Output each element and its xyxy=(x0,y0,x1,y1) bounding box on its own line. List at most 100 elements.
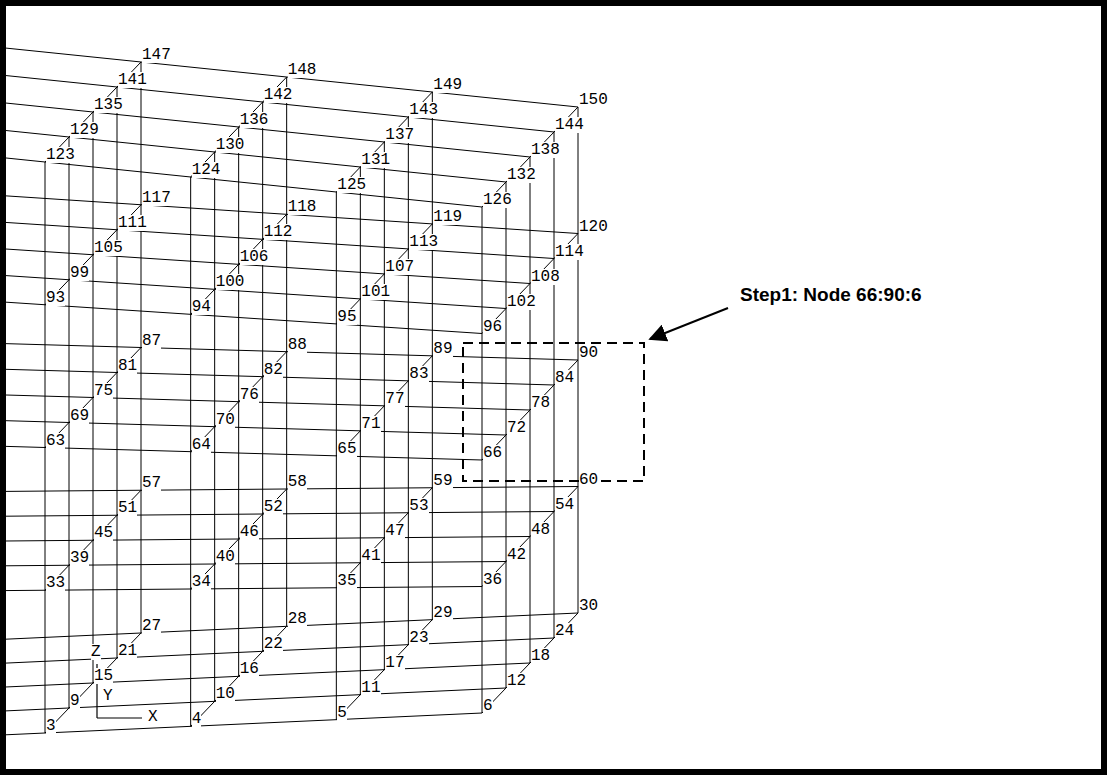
selection-box xyxy=(463,343,644,481)
node-number: 82 xyxy=(264,362,283,378)
node-number: 53 xyxy=(409,498,428,514)
node-number: 51 xyxy=(118,500,137,516)
mesh-line xyxy=(336,488,432,588)
mesh-line xyxy=(482,360,578,460)
leader-arrow xyxy=(650,308,728,339)
node-number: 64 xyxy=(192,437,211,453)
node-number: 113 xyxy=(409,234,438,250)
node-number: 22 xyxy=(264,636,283,652)
node-number: 106 xyxy=(240,249,269,265)
node-number: 124 xyxy=(192,162,221,178)
node-number: 40 xyxy=(216,549,235,565)
mesh-line xyxy=(482,487,578,587)
node-number: 39 xyxy=(70,550,89,566)
node-number: 147 xyxy=(142,47,171,63)
node-number: 131 xyxy=(361,152,390,168)
node-number: 52 xyxy=(264,499,283,515)
node-number: 33 xyxy=(46,575,65,591)
node-number: 94 xyxy=(192,299,211,315)
node-number: 15 xyxy=(94,668,113,684)
node-number: 24 xyxy=(555,623,574,639)
node-number: 93 xyxy=(46,290,65,306)
mesh-line xyxy=(6,423,482,461)
node-number: 135 xyxy=(94,97,123,113)
node-number: 42 xyxy=(507,547,526,563)
node-number: 72 xyxy=(507,420,526,436)
node-number: 137 xyxy=(385,127,414,143)
node-number: 101 xyxy=(361,284,390,300)
node-number: 58 xyxy=(288,474,307,490)
node-number: 100 xyxy=(216,274,245,290)
node-number: 18 xyxy=(531,648,550,664)
node-number: 126 xyxy=(483,192,512,208)
node-number: 107 xyxy=(385,259,414,275)
mesh-line xyxy=(6,172,554,258)
node-number: 130 xyxy=(216,137,245,153)
mesh-line xyxy=(191,489,287,589)
node-number: 47 xyxy=(385,523,404,539)
mesh-line xyxy=(191,352,287,452)
mesh-line xyxy=(45,490,141,590)
node-number: 119 xyxy=(433,209,462,225)
node-number: 129 xyxy=(70,122,99,138)
mesh-line xyxy=(336,356,432,456)
node-number: 118 xyxy=(288,199,317,215)
node-number: 34 xyxy=(192,574,211,590)
node-number: 81 xyxy=(118,358,137,374)
node-number: 27 xyxy=(142,618,161,634)
node-number: 6 xyxy=(483,698,493,714)
mesh-lines xyxy=(6,6,578,769)
mesh-line xyxy=(6,688,506,748)
node-number: 10 xyxy=(216,686,235,702)
mesh-line xyxy=(6,663,530,723)
node-number: 16 xyxy=(240,661,259,677)
mesh-line xyxy=(191,626,287,726)
mesh-line xyxy=(45,633,141,733)
node-number: 12 xyxy=(507,673,526,689)
node-number: 144 xyxy=(555,117,584,133)
node-number: 95 xyxy=(337,309,356,325)
node-number: 105 xyxy=(94,240,123,256)
node-number: 65 xyxy=(337,441,356,457)
node-number: 4 xyxy=(192,711,202,727)
node-number: 142 xyxy=(264,87,293,103)
node-number: 75 xyxy=(94,383,113,399)
mesh-line xyxy=(6,713,482,769)
mesh-line xyxy=(6,587,482,598)
node-number: 132 xyxy=(507,167,536,183)
node-number: 11 xyxy=(361,680,380,696)
node-number: 46 xyxy=(240,524,259,540)
node-number: 143 xyxy=(409,102,438,118)
node-number: 21 xyxy=(118,643,137,659)
node-number: 78 xyxy=(531,395,550,411)
mesh-line xyxy=(6,247,482,333)
node-number: 83 xyxy=(409,366,428,382)
node-number: 148 xyxy=(288,62,317,78)
node-number: 102 xyxy=(507,294,536,310)
node-number: 149 xyxy=(433,77,462,93)
node-number: 17 xyxy=(385,655,404,671)
mesh-line xyxy=(6,373,530,411)
node-number: 57 xyxy=(142,475,161,491)
node-number: 150 xyxy=(579,92,608,108)
node-number: 48 xyxy=(531,522,550,538)
node-number: 125 xyxy=(337,177,366,193)
node-number: 136 xyxy=(240,112,269,128)
node-number: 41 xyxy=(361,548,380,564)
node-number: 84 xyxy=(555,370,574,386)
node-number: 5 xyxy=(337,705,347,721)
axis-label: X xyxy=(148,709,158,725)
node-number: 35 xyxy=(337,573,356,589)
node-number: 28 xyxy=(288,611,307,627)
node-number: 141 xyxy=(118,72,147,88)
mesh-line xyxy=(6,47,506,182)
node-number: 99 xyxy=(70,265,89,281)
mesh-line xyxy=(6,22,530,157)
node-number: 29 xyxy=(433,605,452,621)
mesh-line xyxy=(482,613,578,713)
mesh-line xyxy=(6,72,482,207)
node-number: 114 xyxy=(555,244,584,260)
node-number: 70 xyxy=(216,412,235,428)
